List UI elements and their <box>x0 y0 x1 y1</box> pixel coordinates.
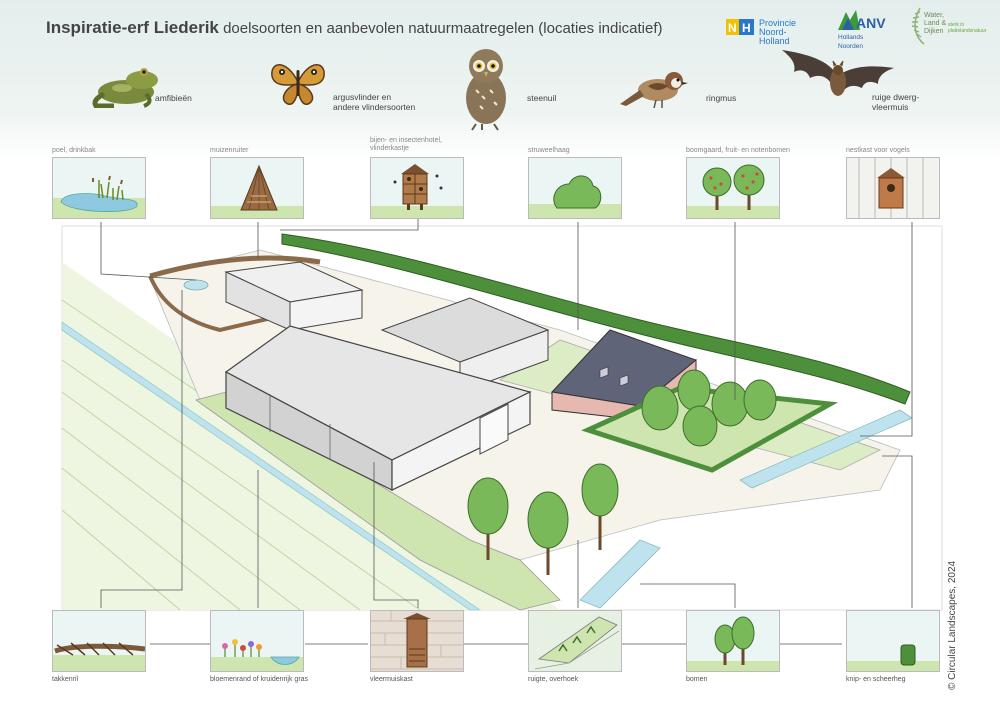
provincie-logo: N H Provincie Noord-Holland <box>726 17 816 46</box>
measure-label-nest-box: nestkast voor vogels <box>846 147 910 154</box>
measure-label-clipped-hedge: knip- en scheerheg <box>846 676 906 683</box>
measure-label-brush-pile: takkenril <box>52 676 79 683</box>
anv-emblem-icon: ANV <box>838 10 886 31</box>
pond-icon <box>53 175 145 218</box>
rough-corner-icon <box>529 611 621 671</box>
species-label-bat: ruige dwerg- vleermuis <box>872 92 920 112</box>
measure-box-shrub-hedge <box>528 157 622 219</box>
wheat-icon <box>911 7 925 45</box>
measure-box-clipped-hedge <box>846 610 940 672</box>
measure-box-pond <box>52 157 146 219</box>
measure-label-flower-border: bloemenrand of kruidenrijk gras <box>210 676 309 683</box>
fruit-tree-icon <box>687 164 779 218</box>
frog-icon <box>92 68 158 108</box>
back-barn <box>380 297 550 393</box>
small-shed <box>224 261 364 331</box>
trees-icon <box>687 616 779 671</box>
measure-box-flower-border <box>210 610 304 672</box>
svg-text:N: N <box>728 21 737 35</box>
sparrow-icon <box>620 72 688 109</box>
measure-label-bat-box: vleermuiskast <box>370 676 413 683</box>
bat-box-icon <box>371 611 463 670</box>
species-label-sparrow: ringmus <box>706 93 737 103</box>
measure-label-orchard: boomgaard, fruit- en notenbomen <box>686 147 790 154</box>
svg-text:ANV: ANV <box>856 15 886 31</box>
svg-text:H: H <box>742 21 751 35</box>
anv-subtext: Hollands Noorden <box>838 34 864 50</box>
measure-box-brush-pile <box>52 610 146 672</box>
species-label-owl: steenuil <box>527 93 557 103</box>
measure-box-orchard <box>686 157 780 219</box>
measure-label-trees: bomen <box>686 676 708 683</box>
yard-trees <box>467 463 619 575</box>
owl-icon <box>466 49 506 131</box>
measure-box-nest-box <box>846 157 940 219</box>
wld-tag1: sterk in <box>948 22 965 28</box>
anv-logo: ANV Hollands Noorden <box>836 8 888 50</box>
insect-hotel-icon <box>371 164 463 218</box>
wld-line2: Land & <box>924 20 947 27</box>
hay-rack-icon <box>211 164 303 218</box>
brush-pile-icon <box>53 642 145 671</box>
orchard-trees <box>641 369 777 447</box>
species-label-butterfly: argusvlinder en andere vlindersoorten <box>333 92 416 112</box>
flower-border-icon <box>211 639 303 671</box>
title-subtitle: doelsoorten en aanbevolen natuurmaatrege… <box>223 20 663 37</box>
wld-line3: Dijken <box>924 28 944 35</box>
shrub-icon <box>529 175 621 218</box>
clipped-hedge-icon <box>847 644 939 671</box>
measure-box-rough-corner <box>528 610 622 672</box>
measure-label-insect-hotel: bijen- en insectenhotel, vlinderkastje <box>370 137 442 152</box>
page-title: Inspiratie-erf Liederik doelsoorten en a… <box>46 18 663 38</box>
title-bold: Inspiratie-erf Liederik <box>46 18 219 37</box>
provincie-emblem-icon: N H <box>726 19 754 35</box>
main-barn <box>224 325 532 491</box>
measure-box-bat-box <box>370 610 464 672</box>
connector-lines <box>100 216 913 645</box>
provincie-text: Provincie Noord-Holland <box>759 18 797 46</box>
copyright-text: © Circular Landscapes, 2024 <box>947 560 958 690</box>
measure-label-rough-corner: ruigte, overhoek <box>528 676 579 683</box>
measure-label-mouse-rack: muizenruiter <box>210 147 249 154</box>
butterfly-icon <box>271 64 325 105</box>
measure-label-pond: poel, drinkbak <box>52 147 96 154</box>
species-label-amphibians: amfibieën <box>155 93 192 103</box>
wld-line1: Water, <box>924 12 944 19</box>
measure-box-insect-hotel <box>370 157 464 219</box>
nest-box-icon <box>858 158 924 218</box>
wld-tag2: plattelandsnatuur <box>948 28 987 34</box>
measure-box-trees <box>686 610 780 672</box>
bat-icon <box>782 50 894 96</box>
measure-box-mouse-rack <box>210 157 304 219</box>
wld-logo: Water, Land & Dijken sterk in platteland… <box>910 6 990 46</box>
measure-label-shrub-hedge: struweelhaag <box>528 147 570 154</box>
